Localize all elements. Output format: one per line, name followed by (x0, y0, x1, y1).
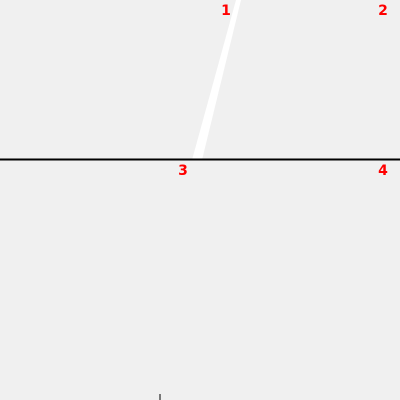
corner-marker-3: 3 (178, 163, 188, 179)
white-wedge (192, 0, 241, 160)
corner-marker-2: 2 (378, 3, 388, 19)
corner-marker-4: 4 (378, 163, 388, 179)
corner-marker-1: 1 (221, 3, 231, 19)
